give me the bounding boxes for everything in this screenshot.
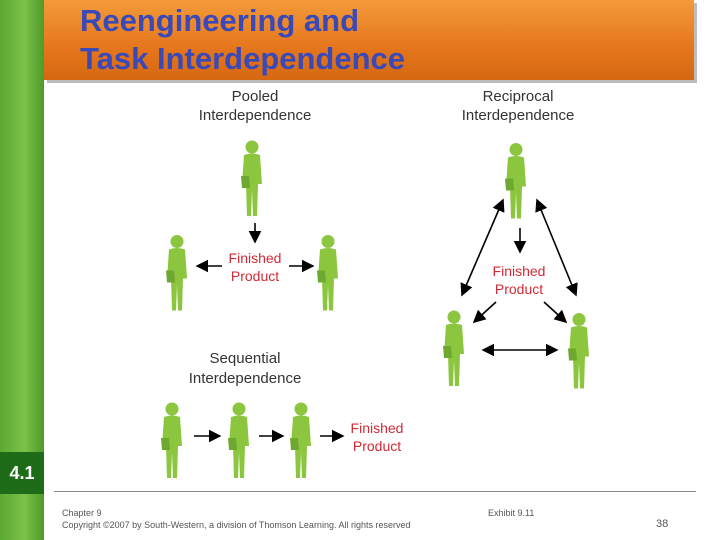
title-banner: [44, 0, 694, 80]
sequential-label-line2: Interdependence: [189, 370, 302, 387]
reciprocal-arrow-left-diagonal: [460, 198, 505, 297]
footer-divider: [54, 491, 696, 492]
sequential-worker-1: [161, 402, 182, 478]
reciprocal-arrow-right-diagonal: [535, 198, 578, 297]
pooled-product-line2: Product: [231, 268, 279, 284]
footer-chapter: Chapter 9: [62, 508, 102, 518]
pooled-label-line1: Pooled: [232, 88, 279, 105]
page-number: 38: [656, 518, 669, 530]
section-badge: 4.1: [0, 452, 44, 494]
slide-title-line1: Reengineering and: [80, 3, 360, 38]
reciprocal-product-line2: Product: [495, 281, 543, 297]
sequential-product-line1: Finished: [351, 420, 404, 436]
reciprocal-worker-left: [443, 310, 464, 386]
reciprocal-arrow-to-left-worker: [472, 301, 497, 324]
sequential-worker-2: [228, 402, 249, 478]
reciprocal-product-line1: Finished: [493, 263, 546, 279]
reciprocal-label-line2: Interdependence: [462, 107, 575, 124]
sequential-label-line1: Sequential: [210, 350, 281, 367]
pooled-product-line1: Finished: [229, 250, 282, 266]
pooled-worker-left: [166, 235, 187, 311]
left-accent-bar: [0, 0, 44, 540]
sequential-product-line2: Product: [353, 438, 401, 454]
slide-title-line2: Task Interdependence: [80, 41, 406, 76]
slide-title: Reengineering and Task Interdependence: [80, 2, 405, 78]
reciprocal-label-line1: Reciprocal: [483, 88, 554, 105]
pooled-worker-right: [317, 235, 338, 311]
reciprocal-arrow-to-right-worker: [543, 301, 568, 324]
footer-copyright: Copyright ©2007 by South-Western, a divi…: [62, 520, 411, 530]
footer-exhibit: Exhibit 9.11: [488, 508, 535, 518]
reciprocal-worker-top: [505, 143, 526, 219]
reciprocal-worker-right: [568, 313, 589, 389]
pooled-label-line2: Interdependence: [199, 107, 312, 124]
sequential-worker-3: [290, 402, 311, 478]
pooled-worker-top: [241, 140, 262, 216]
